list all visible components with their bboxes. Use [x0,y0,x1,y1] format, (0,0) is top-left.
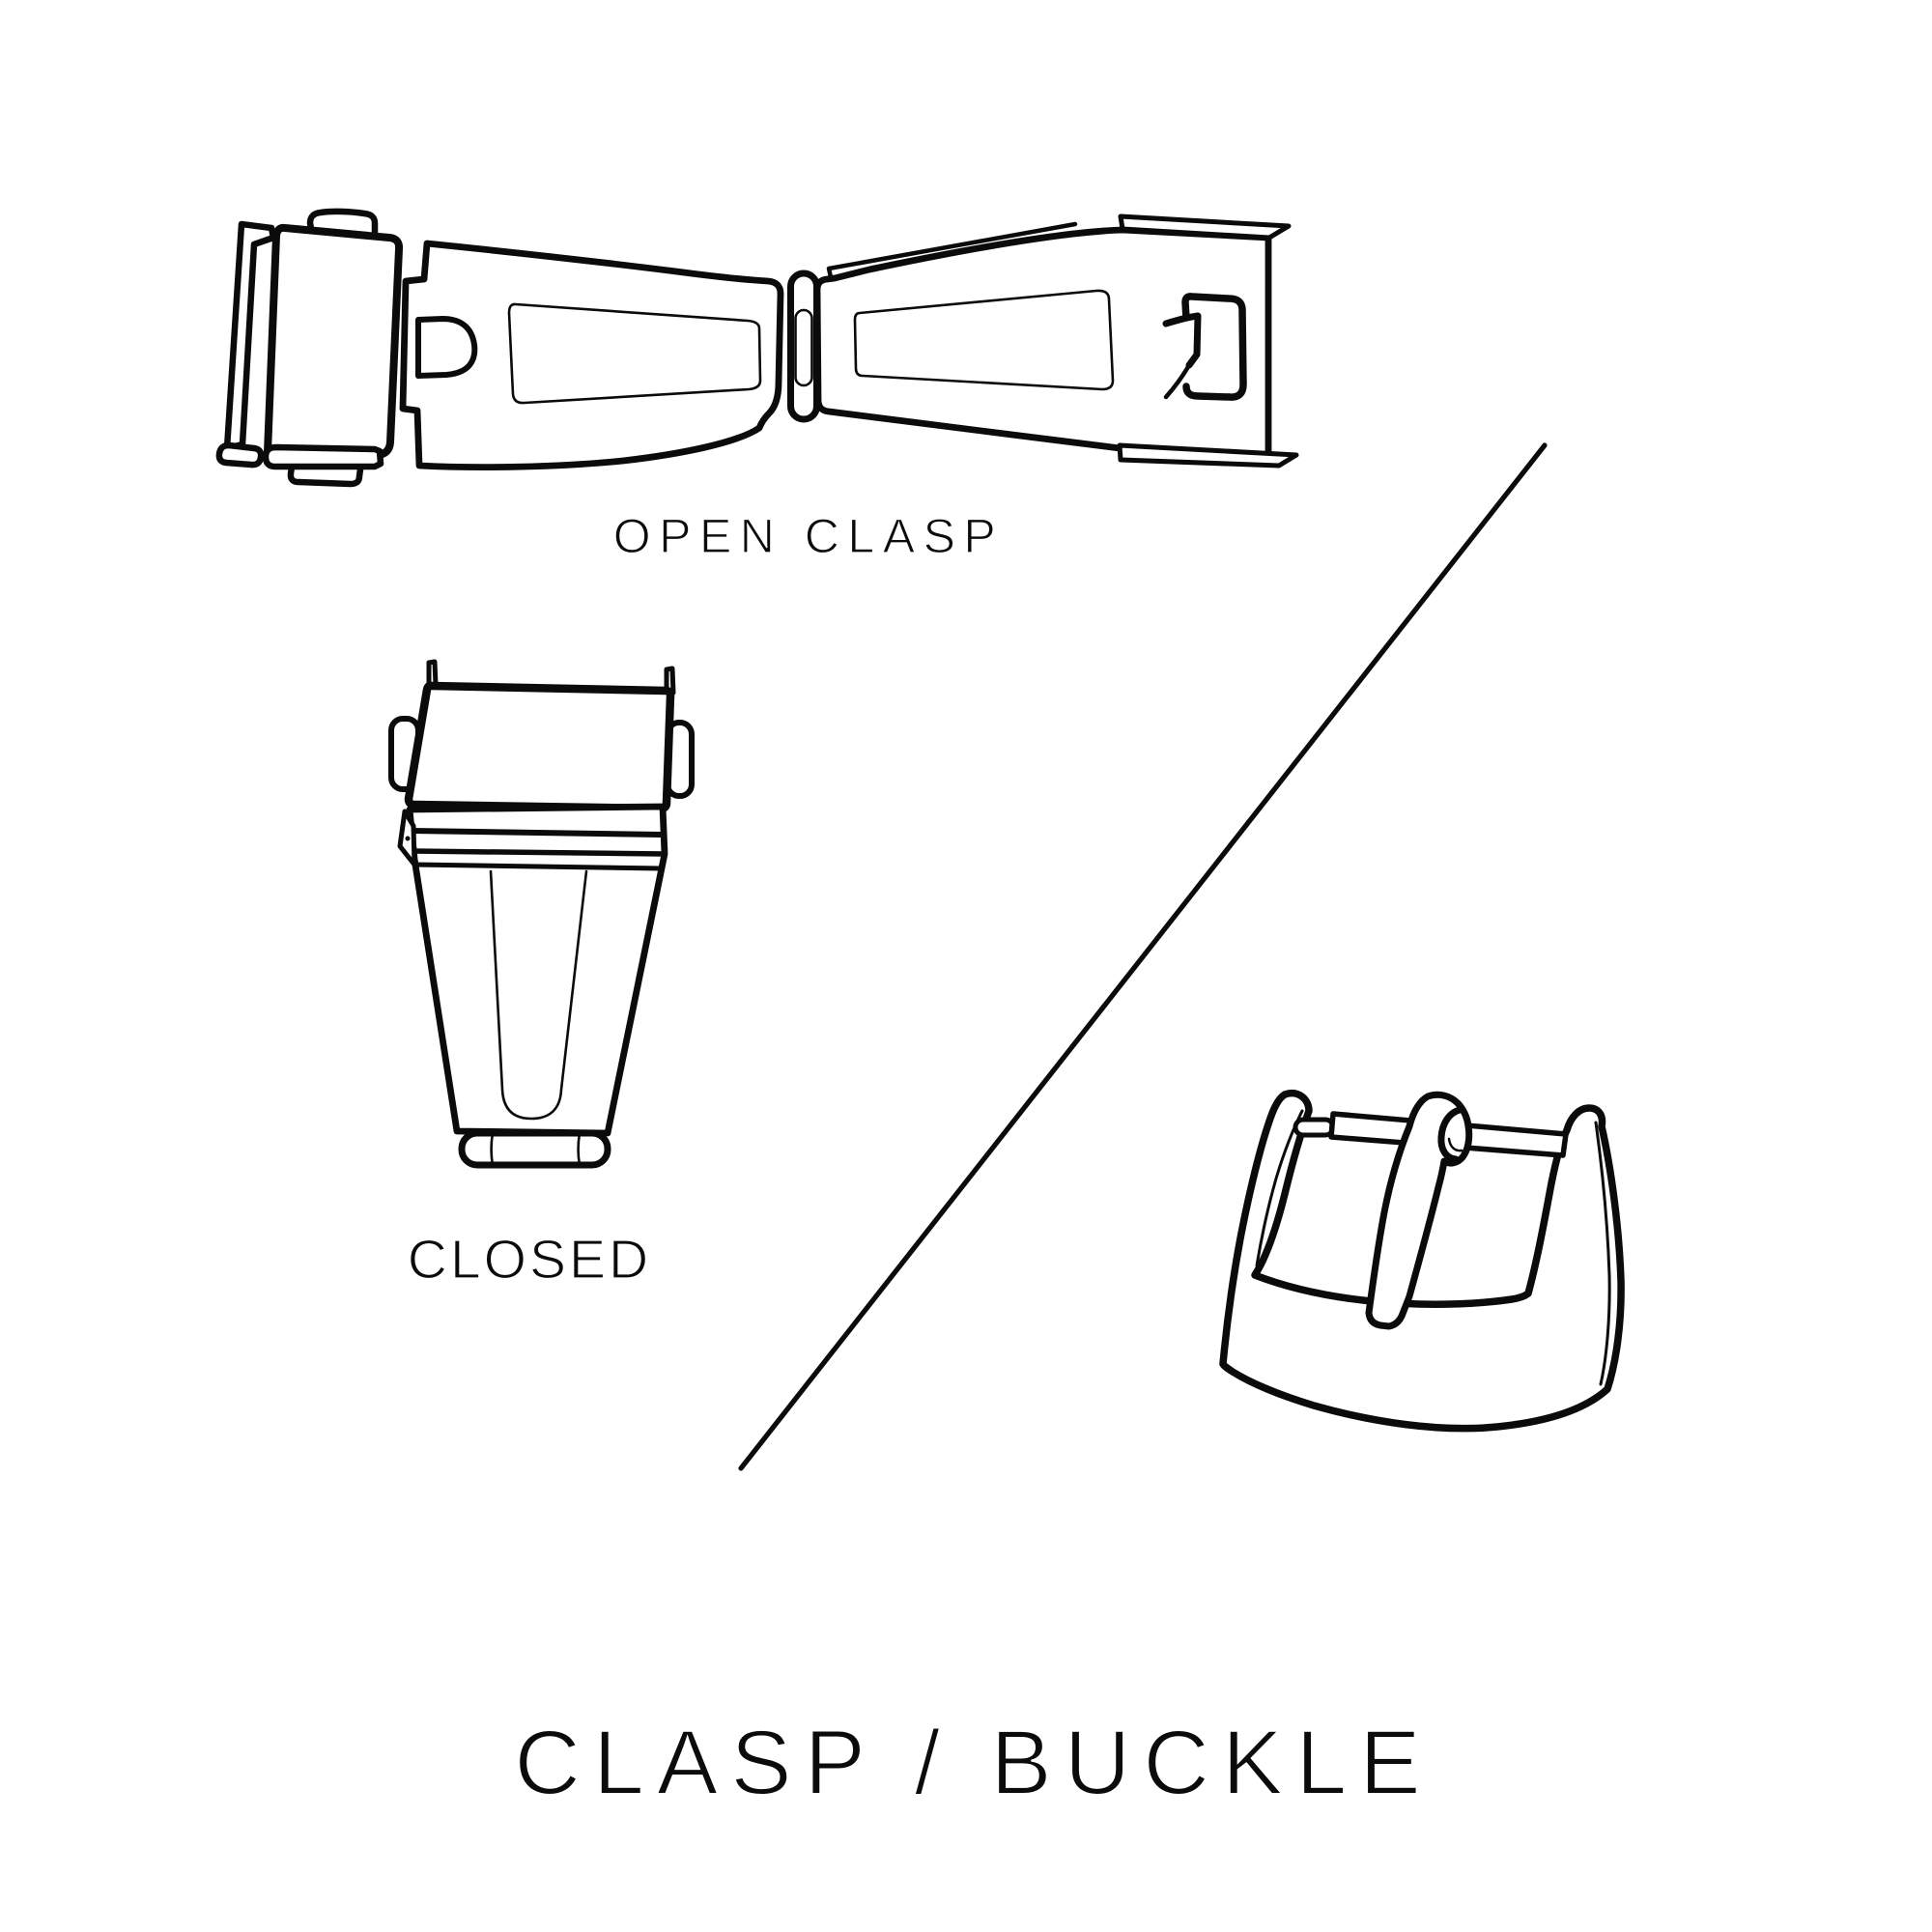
svg-text:CLOSED: CLOSED [408,1229,651,1291]
svg-text:CLASP / BUCKLE: CLASP / BUCKLE [514,1712,1433,1814]
svg-text:OPEN CLASP: OPEN CLASP [613,509,1005,563]
